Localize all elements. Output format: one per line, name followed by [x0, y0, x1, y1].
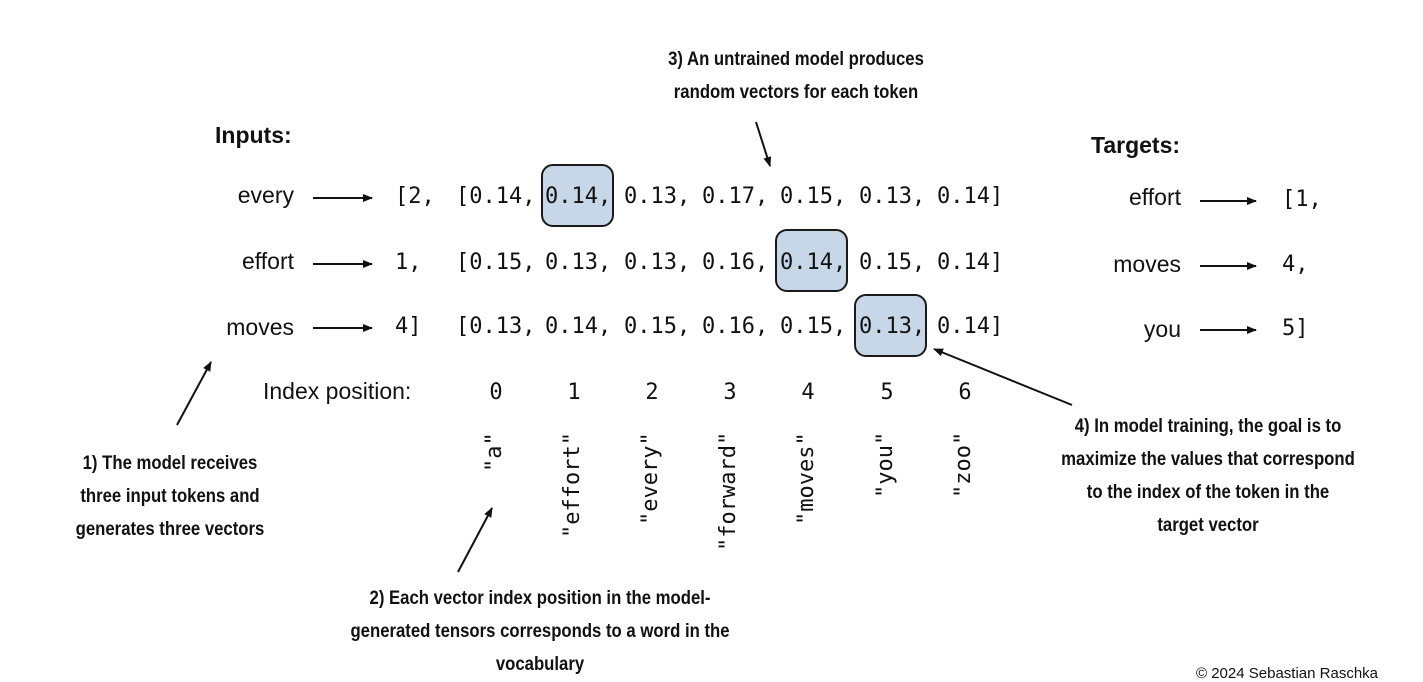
vector-cell: 0.15,: [780, 184, 847, 209]
index-number: 2: [645, 380, 659, 405]
input-word-effort: effort: [242, 248, 294, 274]
vector-cell: [0.14,: [456, 184, 536, 209]
vector-cell: [0.13,: [456, 314, 536, 339]
vocab-word: "forward": [716, 431, 741, 551]
index-number: 3: [723, 380, 737, 405]
vector-cell: 0.17,: [702, 184, 769, 209]
note-training-goal: 4) In model training, the goal is to max…: [1061, 416, 1355, 536]
vector-cell: 0.16,: [702, 250, 769, 275]
vector-cell: 0.13,: [859, 314, 926, 339]
vector-cell: 0.15,: [624, 314, 691, 339]
vector-cell: 0.16,: [702, 314, 769, 339]
vocab-word: "you": [873, 431, 898, 498]
vocab-word: "moves": [794, 432, 819, 525]
vector-cell: 0.14]: [937, 250, 1004, 275]
vector-cell: 0.13,: [624, 184, 691, 209]
index-number: 0: [489, 380, 503, 405]
vector-cell: 0.14]: [937, 184, 1004, 209]
target-id-2: 4,: [1282, 252, 1309, 277]
target-word-moves: moves: [1113, 251, 1181, 277]
target-id-3: 5]: [1282, 316, 1309, 341]
target-word-effort: effort: [1129, 184, 1181, 210]
targets-heading: Targets:: [1091, 132, 1181, 158]
vocab-word: "every": [638, 432, 663, 525]
vector-cell: 0.14,: [545, 184, 612, 209]
target-word-you: you: [1143, 316, 1181, 342]
copyright: © 2024 Sebastian Raschka: [1196, 665, 1378, 682]
target-id-1: [1,: [1282, 187, 1322, 212]
vocab-word: "effort": [560, 432, 585, 538]
highlight-box-row2: [775, 229, 848, 292]
input-id-3: 4]: [395, 314, 422, 339]
note-model-receives: 1) The model receives three input tokens…: [75, 453, 265, 540]
callout-arrow-1: [176, 361, 212, 426]
input-word-every: every: [237, 182, 294, 208]
highlight-box-row1: [541, 164, 614, 227]
vector-cell: 0.13,: [859, 184, 926, 209]
index-position-label: Index position:: [263, 378, 412, 404]
vector-cell: 0.13,: [545, 250, 612, 275]
vector-cell: [0.15,: [456, 250, 536, 275]
highlight-box-row3: [854, 294, 927, 357]
callout-arrow-3: [755, 121, 772, 167]
vector-cell: 0.14,: [545, 314, 612, 339]
note-untrained-model: 3) An untrained model produces random ve…: [668, 49, 924, 103]
vector-cell: 0.14]: [937, 314, 1004, 339]
input-id-1: [2,: [395, 184, 435, 209]
vocab-word: "zoo": [951, 431, 976, 498]
callout-arrow-2: [457, 507, 493, 573]
callout-arrow-4: [933, 348, 1073, 406]
vector-cell: 0.13,: [624, 250, 691, 275]
vector-cell: 0.14,: [780, 250, 847, 275]
note-vector-index: 2) Each vector index position in the mod…: [350, 588, 730, 675]
input-id-2: 1,: [395, 250, 422, 275]
index-number: 1: [567, 380, 581, 405]
index-number: 4: [801, 380, 815, 405]
vector-cell: 0.15,: [780, 314, 847, 339]
inputs-heading: Inputs:: [215, 122, 292, 148]
input-word-moves: moves: [226, 314, 294, 340]
index-number: 5: [880, 380, 894, 405]
vector-cell: 0.15,: [859, 250, 926, 275]
index-number: 6: [958, 380, 972, 405]
vocab-word: "a": [482, 432, 507, 472]
